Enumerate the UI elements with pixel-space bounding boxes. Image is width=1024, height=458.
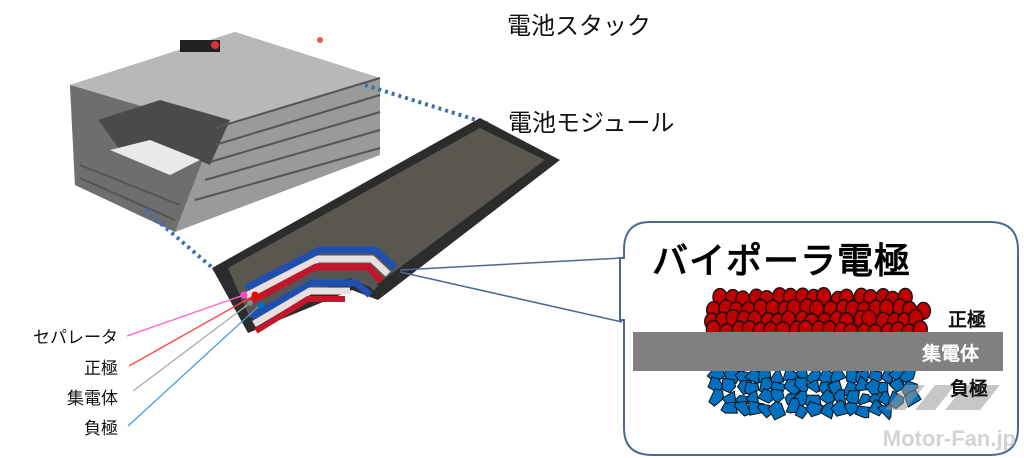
negative-particle — [733, 400, 752, 417]
leader-separator — [126, 294, 245, 337]
battery-module-image — [212, 118, 560, 334]
negative-particle — [805, 400, 824, 418]
panel-positive-label: 正極 — [948, 309, 987, 331]
module-label: 電池モジュール — [508, 109, 675, 137]
negative-particle — [857, 393, 874, 406]
negative-particle — [804, 379, 820, 394]
panel-collector-label: 集電体 — [922, 343, 980, 365]
negative-particle — [767, 400, 787, 421]
negative-particle — [819, 400, 834, 420]
leader-collector — [132, 302, 251, 392]
negative-particle — [843, 402, 861, 417]
leader-positive — [128, 294, 256, 367]
collector-label: 集電体 — [67, 389, 118, 409]
panel-title: バイポーラ電極 — [652, 241, 912, 282]
stack-label: 電池スタック — [507, 12, 651, 40]
negative-particle — [708, 388, 725, 407]
negative-particle — [889, 377, 906, 393]
separator-label: セパレータ — [33, 328, 118, 348]
negative-label: 負極 — [84, 419, 118, 439]
negative-particle — [830, 399, 850, 417]
negative-electrode-particles — [706, 365, 922, 421]
watermark-text: Motor-Fan.jp — [882, 426, 1016, 451]
panel-negative-label: 負極 — [950, 378, 989, 400]
watermark-logo — [885, 385, 1000, 410]
battery-stack-image — [70, 32, 381, 232]
positive-particle — [816, 287, 832, 306]
dotted-connector-top — [364, 83, 493, 127]
dotted-connector-bottom — [143, 208, 217, 272]
current-collector-bar — [633, 332, 1003, 371]
positive-label: 正極 — [84, 359, 118, 379]
leader-negative — [127, 304, 261, 427]
negative-particle — [721, 377, 737, 394]
